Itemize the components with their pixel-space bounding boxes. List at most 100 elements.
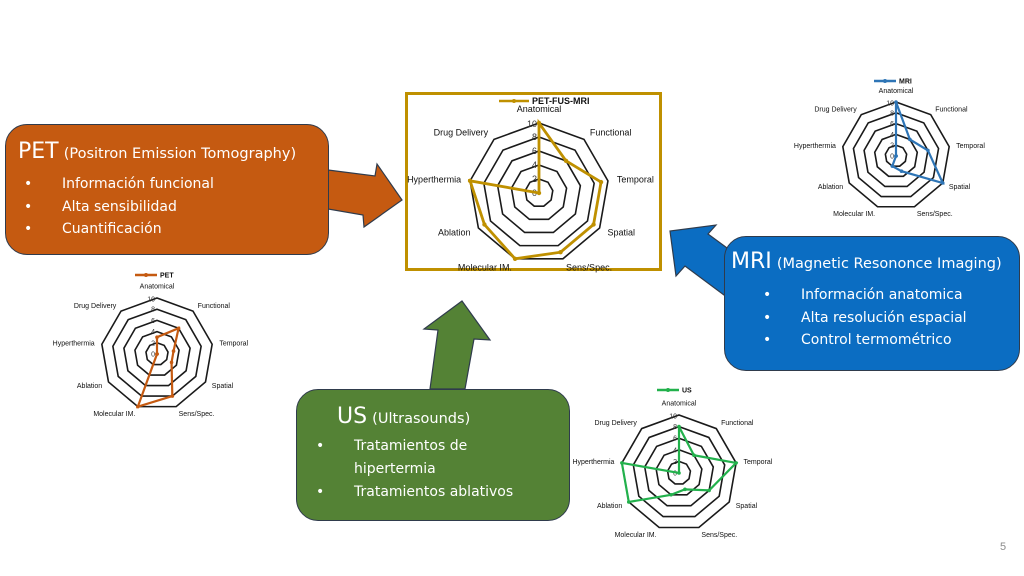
radar-gridline (666, 460, 692, 485)
us-bullet: Tratamientos de (316, 435, 513, 458)
radar-tick-label: 2 (532, 174, 537, 184)
radar-data-point (677, 424, 681, 429)
radar-category-label: Ablation (438, 228, 471, 238)
radar-data-point (536, 120, 542, 126)
mri-bullet-list: Información anatomica Alta resolución es… (763, 284, 967, 352)
radar-tick-label: 10 (527, 119, 537, 129)
radar-tick-label: 8 (532, 132, 537, 142)
radar-data-point (894, 100, 898, 104)
mri-abbr: MRI (731, 249, 772, 274)
radar-gridline (145, 341, 169, 366)
radar-tick-label: 10 (886, 100, 894, 107)
radar-data-point (940, 181, 945, 185)
radar-category-label: Temporal (219, 340, 248, 347)
radar-data-point (683, 487, 687, 492)
pet-arrow-shape (327, 162, 403, 229)
radar-data-point (563, 158, 569, 164)
radar-category-label: Molecular IM. (93, 411, 135, 418)
mri-box: MRI (Magnetic Resononce Imaging) Informa… (724, 236, 1020, 371)
radar-data-point (598, 179, 604, 185)
radar-category-label: Anatomical (879, 88, 914, 95)
radar-data-point (692, 453, 696, 458)
radar-data-point (734, 461, 738, 465)
radar-data-point (894, 154, 898, 158)
radar-data-point (176, 326, 181, 331)
mri-box-title: MRI (Magnetic Resononce Imaging) (731, 249, 1002, 274)
radar-gridline (469, 122, 609, 260)
legend-label: US (682, 387, 692, 394)
us-bullet-list: Tratamientos de hipertermia Tratamientos… (316, 435, 513, 504)
us-box: US (Ultrasounds) Tratamientos de hiperte… (296, 389, 570, 521)
radar-gridline (852, 111, 940, 198)
radar-gridline (655, 448, 703, 496)
radar-data-point (512, 256, 518, 261)
us-full-name: (Ultrasounds) (372, 411, 471, 427)
mri-bullet: Información anatomica (763, 284, 967, 307)
radar-tick-label: 6 (890, 121, 894, 128)
radar-tick-label: 4 (673, 447, 677, 454)
radar-series-line (890, 101, 945, 185)
radar-data-point (558, 250, 563, 255)
pet-box: PET (Positron Emission Tomography) Infor… (5, 124, 329, 255)
radar-gridline (483, 136, 595, 247)
radar-category-label: Functional (590, 128, 632, 138)
radar-category-label: Hyperthermia (794, 143, 836, 150)
radar-tick-label: 6 (673, 436, 677, 443)
radar-category-label: Functional (935, 107, 968, 114)
us-arrow-shape (422, 300, 492, 390)
radar-series-line (620, 426, 739, 504)
radar-category-label: Sens/Spec. (566, 262, 612, 272)
legend-swatch-marker (883, 79, 887, 83)
us-bullet-continuation: hipertermia (354, 461, 436, 477)
radar-tick-label: 6 (151, 318, 155, 325)
radar-gridline (496, 150, 582, 234)
radar-data-point (467, 178, 473, 184)
mri-bullet: Control termométrico (763, 329, 967, 352)
radar-data-point (677, 471, 681, 475)
legend-label: PET-FUS-MRI (532, 96, 590, 106)
radar-data-point (890, 164, 895, 168)
radar-category-label: Spatial (949, 184, 971, 191)
radar-tick-label: 6 (532, 146, 537, 156)
radar-category-label: Temporal (617, 174, 654, 184)
page-number: 5 (1000, 541, 1007, 553)
radar-category-label: Molecular IM. (615, 532, 657, 539)
radar-tick-label: 2 (673, 459, 677, 466)
legend-label: MRI (899, 78, 912, 85)
radar-data-point (155, 352, 159, 356)
radar-data-point (908, 137, 912, 142)
radar-data-point (591, 222, 596, 227)
radar-tick-label: 8 (890, 110, 894, 117)
us-bullet: Tratamientos ablativos (316, 481, 513, 504)
mri-bullet: Alta resolución espacial (763, 307, 966, 330)
radar-tick-label: 4 (532, 160, 537, 170)
radar-data-point (155, 335, 159, 340)
radar-tick-label: 0 (673, 470, 677, 477)
radar-tick-label: 10 (669, 413, 677, 420)
radar-gridline (863, 122, 929, 188)
radar-category-label: Sens/Spec. (917, 211, 953, 218)
radar-category-label: Molecular IM. (458, 262, 512, 272)
radar-data-point (169, 360, 174, 365)
radar-category-label: Functional (721, 420, 754, 427)
radar-category-label: Anatomical (140, 284, 175, 291)
radar-category-label: Spatial (736, 503, 758, 510)
radar-category-label: Functional (198, 303, 231, 310)
radar-tick-label: 0 (151, 351, 155, 358)
legend-swatch-marker (666, 388, 670, 392)
radar-data-point (899, 169, 904, 174)
radar-data-point (170, 394, 175, 398)
mri-full-name: (Magnetic Resononce Imaging) (776, 256, 1002, 272)
radar-data-point (536, 190, 542, 196)
pet-bullet: Cuantificación (24, 218, 214, 241)
radar-category-label: Molecular IM. (833, 211, 875, 218)
pet-bullet: Información funcional (24, 173, 214, 196)
radar-data-point (482, 222, 487, 227)
radar-category-label: Sens/Spec. (179, 411, 215, 418)
radar-data-point (669, 493, 673, 497)
us-box-title: US (Ultrasounds) (337, 404, 470, 429)
